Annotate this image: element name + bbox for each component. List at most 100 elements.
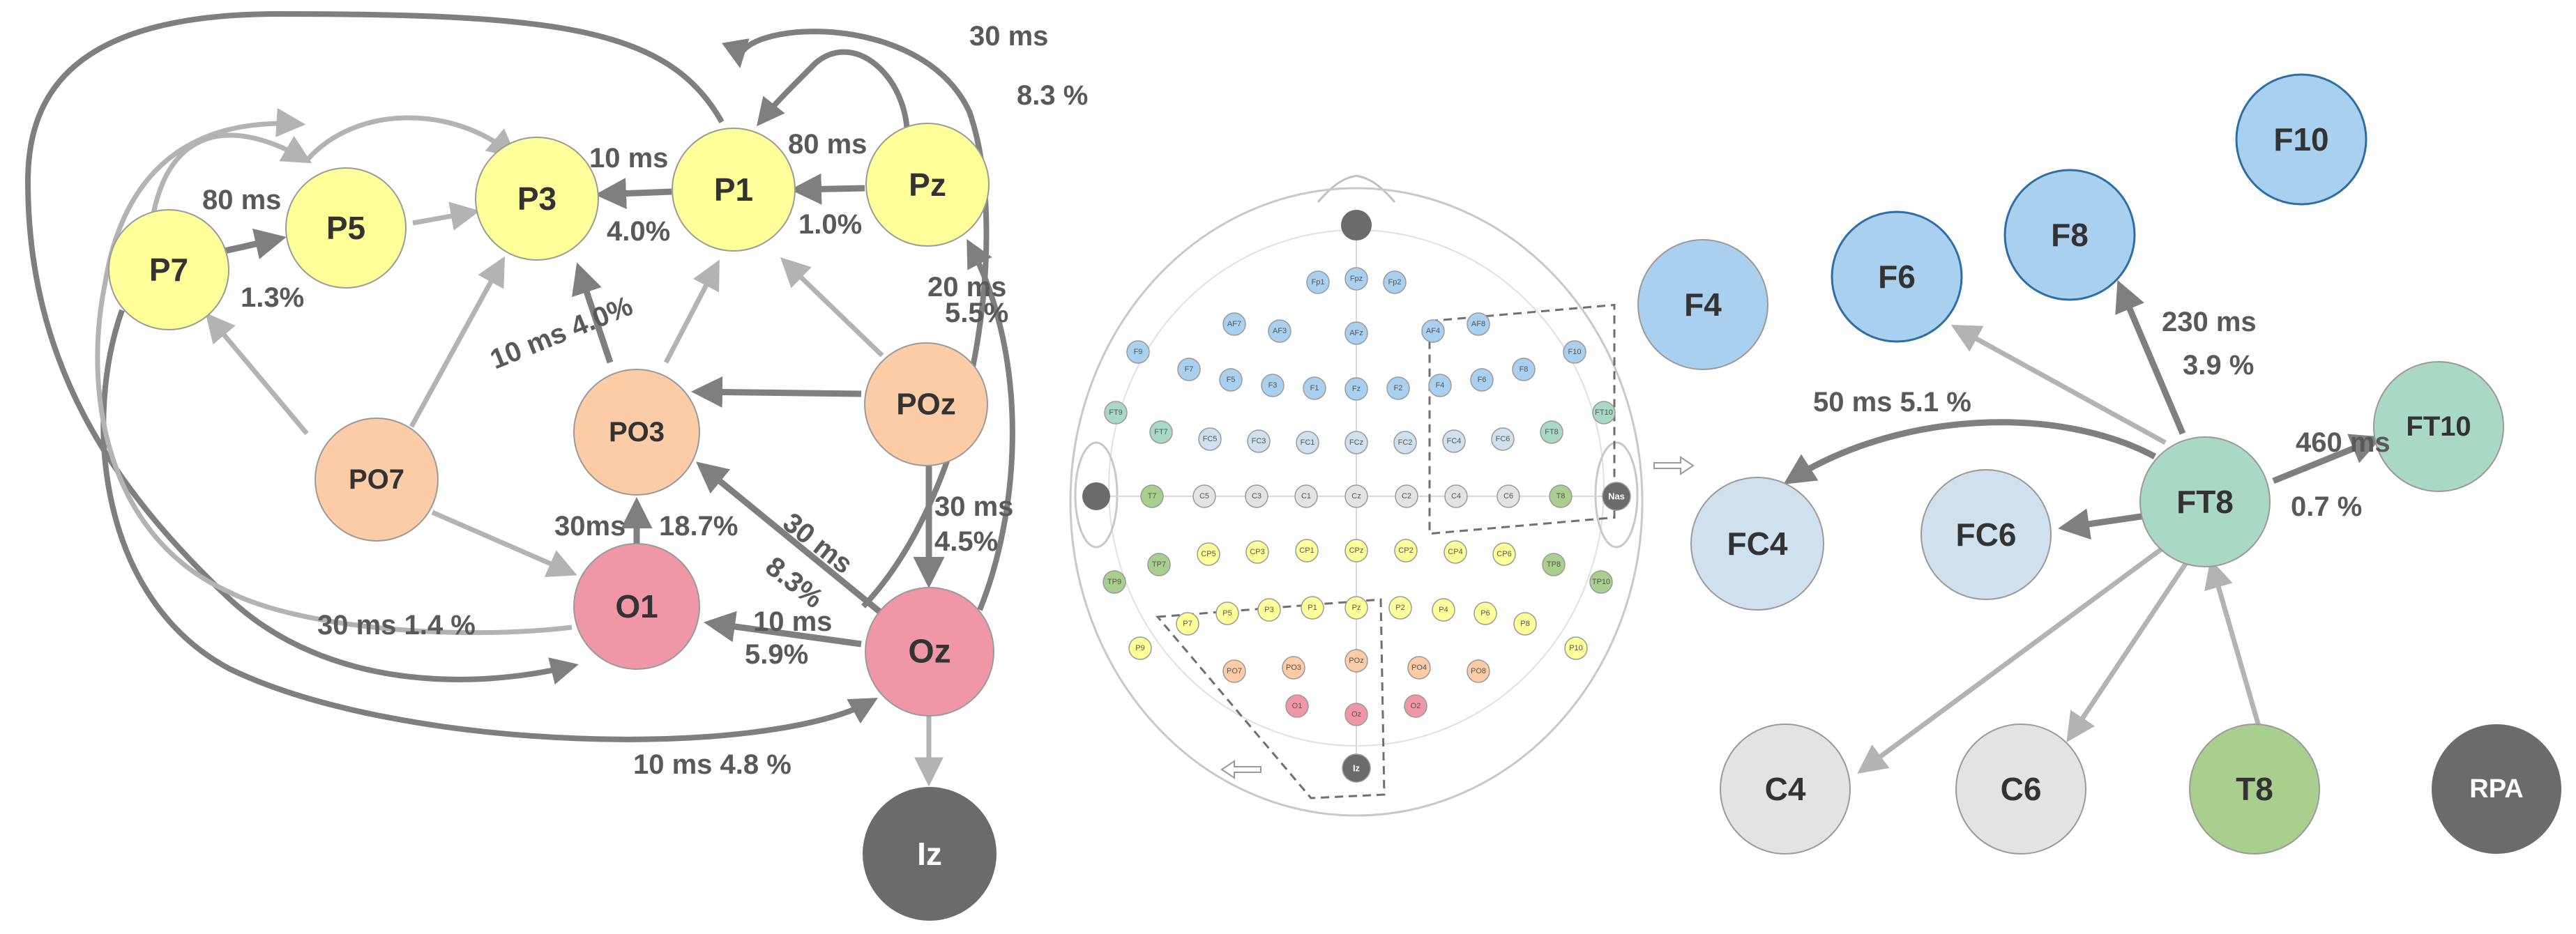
node-ft10-label: FT10 <box>2406 411 2471 442</box>
electrode-af4-dot <box>1421 319 1445 343</box>
electrode-p10-label: P10 <box>1569 644 1583 652</box>
label-o1-po3-pct: 18.7% <box>659 511 738 542</box>
electrode-nas-label: Nas <box>1608 491 1625 502</box>
electrode-fpz: Fpz <box>1344 267 1368 291</box>
node-c4-label: C4 <box>1765 771 1806 807</box>
electrode-c6: C6 <box>1497 484 1520 508</box>
label-oz-pz-pct: 5.5% <box>945 298 1008 328</box>
label-ft8-fc4: 50 ms 5.1 % <box>1813 387 1971 418</box>
electrode-fz-label: Fz <box>1352 385 1361 393</box>
node-f8: F8 <box>2003 169 2136 301</box>
electrode-p1-dot <box>1301 596 1324 620</box>
electrode-fcz-dot <box>1344 431 1368 454</box>
electrode-fc4: FC4 <box>1442 429 1466 453</box>
electrode-ft9-label: FT9 <box>1109 408 1123 417</box>
electrode-cp1-dot <box>1295 539 1319 562</box>
electrode-cp4-label: CP4 <box>1448 548 1462 556</box>
electrode-o1-dot <box>1285 694 1309 718</box>
edge-po7-p7 <box>205 312 309 436</box>
electrode-po4-dot <box>1407 656 1431 680</box>
electrode-cz-label: Cz <box>1351 492 1361 500</box>
electrode-f10: F10 <box>1563 340 1586 364</box>
electrode-fp2: Fp2 <box>1383 270 1407 294</box>
label-left-loop-o1: 30 ms 1.4 % <box>317 610 476 641</box>
edge-ft8-c6 <box>2066 556 2192 742</box>
electrode-po4-label: PO4 <box>1411 664 1427 672</box>
electrode-f8-dot <box>1512 358 1536 381</box>
electrode-f2: F2 <box>1386 376 1410 400</box>
electrode-p6-dot <box>1473 602 1497 625</box>
electrode-po8-dot <box>1467 659 1490 683</box>
electrode-f9-label: F9 <box>1134 348 1143 356</box>
head-top-marker <box>1341 210 1372 240</box>
electrode-tp9: TP9 <box>1103 570 1126 594</box>
electrode-o2: O2 <box>1404 694 1427 718</box>
electrode-p1: P1 <box>1301 596 1324 620</box>
electrode-iz: Iz <box>1342 753 1371 783</box>
electrode-af7: AF7 <box>1222 312 1246 336</box>
electrode-cp4-dot <box>1444 540 1467 564</box>
electrode-fc3: FC3 <box>1247 429 1271 453</box>
electrode-p5-dot <box>1215 602 1239 625</box>
electrode-p8: P8 <box>1513 612 1537 636</box>
edge-oz-po3 <box>696 461 882 615</box>
electrode-fpz-dot <box>1344 267 1368 291</box>
electrode-f9-dot <box>1126 340 1150 364</box>
electrode-fc3-dot <box>1247 429 1271 453</box>
electrode-fc6-label: FC6 <box>1496 435 1510 443</box>
electrode-c5: C5 <box>1192 484 1216 508</box>
edge-p5-p3 <box>412 201 480 231</box>
electrode-o2-label: O2 <box>1411 702 1421 710</box>
electrode-f7: F7 <box>1177 358 1201 381</box>
electrode-p6: P6 <box>1473 602 1497 625</box>
electrode-af3: AF3 <box>1268 319 1291 343</box>
electrode-tp9-label: TP9 <box>1107 578 1121 586</box>
arrow-to-left-network <box>1220 760 1262 779</box>
edge-po3-p1 <box>663 259 720 364</box>
electrode-c4-dot <box>1444 484 1468 508</box>
electrode-cp6-label: CP6 <box>1497 550 1511 558</box>
electrode-f4: F4 <box>1428 374 1452 397</box>
left-ear <box>1074 441 1119 549</box>
electrode-t7-dot <box>1140 484 1164 508</box>
right-network-nodes: F4 F6 F8 F10 FC4 FC6 FT8 FT10 <box>1637 73 2561 855</box>
electrode-poz-label: POz <box>1349 657 1363 665</box>
electrode-f8-label: F8 <box>1520 365 1529 374</box>
node-fc6-label: FC6 <box>1956 516 2017 553</box>
electrode-f4-label: F4 <box>1436 381 1445 390</box>
electrode-af3-dot <box>1268 319 1291 343</box>
node-oz: Oz <box>865 587 994 717</box>
label-top-loop-ms: 30 ms <box>969 21 1048 52</box>
electrode-afz-label: AFz <box>1349 329 1363 337</box>
label-ft8-f8-ms: 230 ms <box>2162 307 2257 337</box>
electrode-fc5-dot <box>1198 427 1222 451</box>
edge-ft8-ft10 <box>2272 434 2383 484</box>
electrode-p7: P7 <box>1176 612 1199 636</box>
electrode-p2-dot <box>1388 596 1412 620</box>
electrode-t8: T8 <box>1549 484 1573 508</box>
node-c4: C4 <box>1720 724 1851 855</box>
electrode-c1-label: C1 <box>1301 492 1311 500</box>
electrode-af8: AF8 <box>1467 312 1490 336</box>
node-ft10: FT10 <box>2373 361 2504 492</box>
electrode-f6-label: F6 <box>1478 376 1487 384</box>
electrode-fcz: FCz <box>1344 431 1368 454</box>
node-poz-label: POz <box>896 388 956 422</box>
electrode-p9-dot <box>1128 636 1152 660</box>
label-top-loop-pct: 8.3 % <box>1017 80 1088 111</box>
electrode-p7-dot <box>1176 612 1199 636</box>
electrode-oz-label: Oz <box>1351 710 1361 719</box>
electrode-p3-dot <box>1257 598 1281 622</box>
electrode-af3-label: AF3 <box>1273 327 1287 335</box>
electrode-af8-dot <box>1467 312 1490 336</box>
electrode-p6-label: P6 <box>1480 609 1490 618</box>
electrode-c2-label: C2 <box>1402 492 1411 500</box>
electrode-fc6-dot <box>1491 427 1515 451</box>
electrode-tp8-label: TP8 <box>1547 560 1561 569</box>
electrode-f5-label: F5 <box>1227 376 1236 384</box>
node-p7: P7 <box>108 209 229 330</box>
electrode-c5-dot <box>1192 484 1216 508</box>
label-po3-p3: 10 ms 4.0% <box>486 291 637 376</box>
electrode-fc1: FC1 <box>1296 431 1319 454</box>
